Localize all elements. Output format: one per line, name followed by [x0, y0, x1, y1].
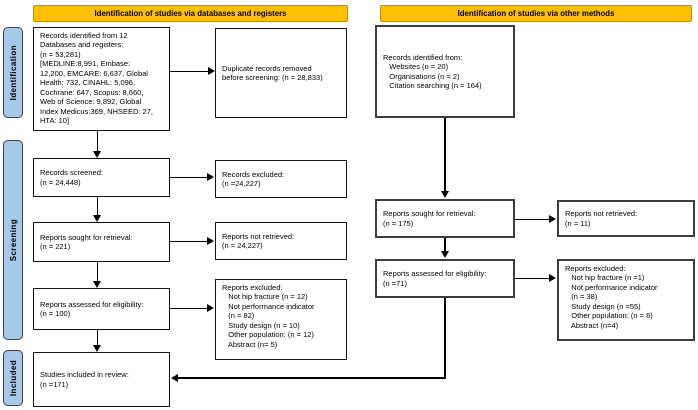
duplicate-records-removed-text: Duplicate records removed before screeni…: [222, 63, 323, 82]
reports-assessed-eligibility-text: Reports assessed for eligibility: (n = 1…: [40, 299, 144, 318]
flow-box-reports-assessed-eligibility: Reports assessed for eligibility: (n = 1…: [33, 288, 170, 330]
arrow-other-assessed-to-included-head: [171, 373, 178, 382]
arrow-identified-to-duplicates-line: [170, 70, 209, 72]
records-identified-databases-text: Records identified from 12 Databases and…: [40, 31, 153, 125]
records-excluded-text: Records excluded: (n =24,227): [222, 169, 285, 188]
reports-excluded-reasons-text: Reports excluded: Not hip fracture (n = …: [222, 283, 315, 349]
flow-box-records-identified-databases: Records identified from 12 Databases and…: [33, 27, 170, 131]
records-screened-text: Records screened: (n = 24,448): [40, 168, 103, 187]
flow-box-duplicate-records-removed: Duplicate records removed before screeni…: [215, 28, 347, 118]
flow-box-reports-sought-retrieval: Reports sought for retrieval: (n = 221): [33, 222, 170, 262]
arrow-sought-to-assessed-head: [93, 281, 101, 288]
reports-excluded-reasons-other-text: Reports excluded: Not hip fracture (n =1…: [565, 264, 658, 330]
arrow-assessed-to-excluded-line: [170, 307, 208, 309]
flow-box-reports-excluded-reasons: Reports excluded: Not hip fracture (n = …: [215, 279, 347, 360]
flow-box-studies-included: Studies included in review: (n =171): [33, 352, 170, 407]
arrow-other-identified-to-sought-line: [444, 118, 446, 192]
arrow-assessed-to-included-head: [93, 345, 101, 352]
arrow-other-sought-to-notretrieved-line: [515, 218, 550, 220]
arrow-screened-to-sought-line: [96, 197, 98, 216]
arrow-other-identified-to-sought-head: [440, 191, 449, 198]
arrow-identified-to-screened-line: [96, 131, 98, 152]
arrow-sought-to-assessed-line: [96, 262, 98, 282]
arrow-other-assessed-to-excluded-line: [515, 277, 550, 279]
arrow-other-sought-to-assessed-line: [444, 238, 446, 252]
flow-box-reports-not-retrieved-other: Reports not retrieved: (n = 11): [557, 200, 695, 237]
arrow-other-sought-to-assessed-head: [440, 251, 449, 258]
studies-included-text: Studies included in review: (n =171): [40, 370, 129, 389]
sidebar-screening-label: Screening: [8, 218, 18, 262]
arrow-screened-to-excluded-line: [170, 176, 208, 178]
header-databases-registers: Identification of studies via databases …: [33, 5, 348, 22]
flow-box-reports-not-retrieved: Reports not retrieved: (n = 24,227): [215, 222, 347, 260]
reports-sought-retrieval-text: Reports sought for retrieval: (n = 221): [40, 232, 133, 251]
flow-box-reports-excluded-reasons-other: Reports excluded: Not hip fracture (n =1…: [557, 259, 695, 341]
flow-box-records-excluded: Records excluded: (n =24,227): [215, 160, 347, 198]
records-identified-other-text: Records identified from: Websites (n = 2…: [383, 52, 482, 90]
sidebar-identification-label: Identification: [8, 44, 18, 101]
arrow-identified-to-screened-head: [93, 151, 101, 158]
arrow-other-assessed-to-included-horizontal: [177, 377, 446, 379]
arrow-assessed-to-included-line: [96, 330, 98, 346]
reports-not-retrieved-text: Reports not retrieved: (n = 24,227): [222, 231, 295, 250]
flow-box-reports-assessed-eligibility-other: Reports assessed for eligibility: (n =71…: [375, 259, 515, 298]
arrow-other-assessed-to-included-vertical: [444, 298, 446, 379]
sidebar-identification: Identification: [3, 27, 23, 118]
arrow-other-sought-to-notretrieved-head: [549, 215, 556, 223]
flow-box-reports-sought-retrieval-other: Reports sought for retrieval: (n = 175): [375, 199, 515, 238]
arrow-identified-to-duplicates-head: [208, 67, 215, 75]
reports-not-retrieved-other-text: Reports not retrieved: (n = 11): [565, 209, 638, 228]
flow-box-records-screened: Records screened: (n = 24,448): [33, 158, 170, 197]
sidebar-included: Included: [3, 350, 23, 406]
sidebar-included-label: Included: [8, 359, 18, 397]
header-other-methods: Identification of studies via other meth…: [380, 5, 692, 22]
header-other-methods-label: Identification of studies via other meth…: [457, 9, 615, 18]
arrow-other-assessed-to-excluded-head: [549, 274, 556, 282]
arrow-assessed-to-excluded-head: [207, 304, 214, 312]
arrow-screened-to-excluded-head: [207, 173, 214, 181]
flow-box-records-identified-other: Records identified from: Websites (n = 2…: [375, 25, 515, 118]
arrow-sought-to-notretrieved-line: [170, 240, 208, 242]
arrow-sought-to-notretrieved-head: [207, 237, 214, 245]
sidebar-screening: Screening: [3, 140, 23, 340]
reports-assessed-eligibility-other-text: Reports assessed for eligibility: (n =71…: [383, 269, 487, 288]
reports-sought-retrieval-other-text: Reports sought for retrieval: (n = 175): [383, 209, 476, 228]
arrow-screened-to-sought-head: [93, 215, 101, 222]
header-databases-registers-label: Identification of studies via databases …: [94, 9, 287, 18]
